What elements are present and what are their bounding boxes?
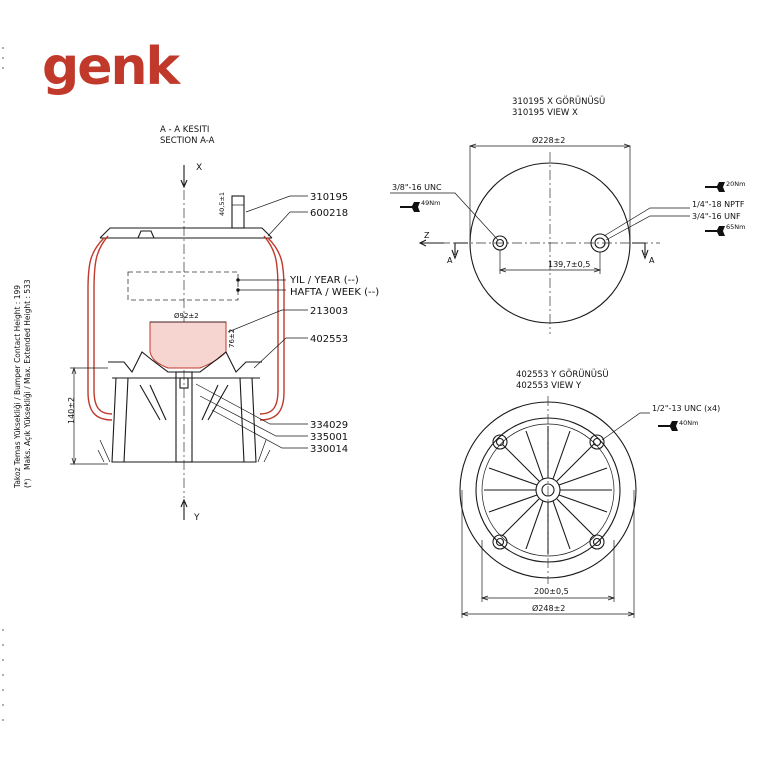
view-y-outer-dimension: Ø248±2 — [532, 603, 565, 613]
view-x-thread-right-top: 1/4"-18 NPTF — [692, 200, 745, 209]
height-dimension — [70, 366, 108, 466]
view-x-title-line2: 310195 VIEW X — [512, 108, 578, 118]
wrench-icon — [400, 202, 420, 212]
year-label: YIL / YEAR (--) — [289, 275, 359, 286]
view-x-torque-right-top: 20Nm — [726, 180, 745, 188]
view-y-callout-leader — [601, 412, 650, 441]
section-axis-x: X — [196, 163, 202, 173]
vertical-note-line1: Takoz Temas Yüksekliği / Bumper Contact … — [13, 285, 22, 489]
date-code-box — [127, 271, 239, 301]
view-y-dimensions — [460, 490, 636, 618]
section-axis-arrows — [180, 165, 188, 520]
part-number-330014: 330014 — [310, 444, 348, 455]
view-x-diameter-dim — [468, 143, 632, 240]
vertical-note-line2: Maks. Açık Yüksekliği / Max. Extended He… — [23, 279, 32, 470]
view-y-thread: 1/2"-13 UNC (x4) — [652, 404, 720, 413]
view-x-thread-left: 3/8"-16 UNC — [392, 183, 442, 192]
view-x-callout-leaders — [390, 192, 690, 241]
piston-diameter-dim: Ø92±2 — [174, 312, 199, 320]
brand-logo: genk — [42, 37, 182, 97]
piston — [97, 351, 271, 463]
view-x-spacing-value: 139,7±0,5 — [548, 260, 590, 269]
view-x-diameter-value: Ø228±2 — [532, 135, 565, 145]
part-number-402553: 402553 — [310, 334, 348, 345]
part-number-213003: 213003 — [310, 306, 348, 317]
view-x-section-markers — [451, 242, 649, 260]
section-marker-right: A — [649, 256, 655, 265]
week-label: HAFTA / WEEK (--) — [290, 287, 379, 298]
view-x-thread-right-bottom: 3/4"-16 UNF — [692, 212, 741, 221]
bead-plate — [99, 195, 273, 239]
section-title-tr: A - A KESITI — [160, 125, 209, 135]
view-x-spacing-dim — [498, 250, 602, 274]
part-number-310195: 310195 — [310, 192, 348, 203]
section-axis-y: Y — [193, 513, 200, 523]
view-x-z-axis — [418, 239, 444, 247]
wrench-icon — [705, 226, 725, 236]
view-x-title-line1: 310195 X GÖRÜNÜSÜ — [512, 96, 605, 107]
part-leaders — [195, 195, 308, 449]
view-y-title-line2: 402553 VIEW Y — [516, 381, 582, 391]
view-x-axis-z: Z — [424, 231, 430, 240]
rubber-bellow — [87, 235, 285, 421]
section-title-en: SECTION A-A — [160, 136, 215, 146]
view-x-torque-left: 49Nm — [421, 199, 440, 207]
view-y-torque: 40Nm — [679, 419, 698, 427]
edge-ticks — [2, 47, 4, 721]
wrench-icon — [658, 421, 678, 431]
view-y-inner-dimension: 200±0,5 — [534, 587, 569, 596]
wrench-icon — [705, 182, 725, 192]
vertical-note-mark: (*) — [23, 478, 32, 488]
view-x-torque-right-bottom: 65Nm — [726, 223, 745, 231]
section-marker-left: A — [447, 256, 453, 265]
height-dimension-value: 140±2 — [67, 397, 76, 424]
part-number-600218: 600218 — [310, 208, 348, 219]
bolt-dimension-value: 40,5±1 — [218, 192, 226, 216]
view-y-bolt-holes — [492, 434, 605, 550]
date-code-leaders — [236, 278, 286, 292]
part-number-334029: 334029 — [310, 420, 348, 431]
part-number-335001: 335001 — [310, 432, 348, 443]
view-y-title-line1: 402553 Y GÖRÜNÜSÜ — [516, 369, 609, 380]
piston-height-dim: 76±2 — [228, 329, 236, 348]
